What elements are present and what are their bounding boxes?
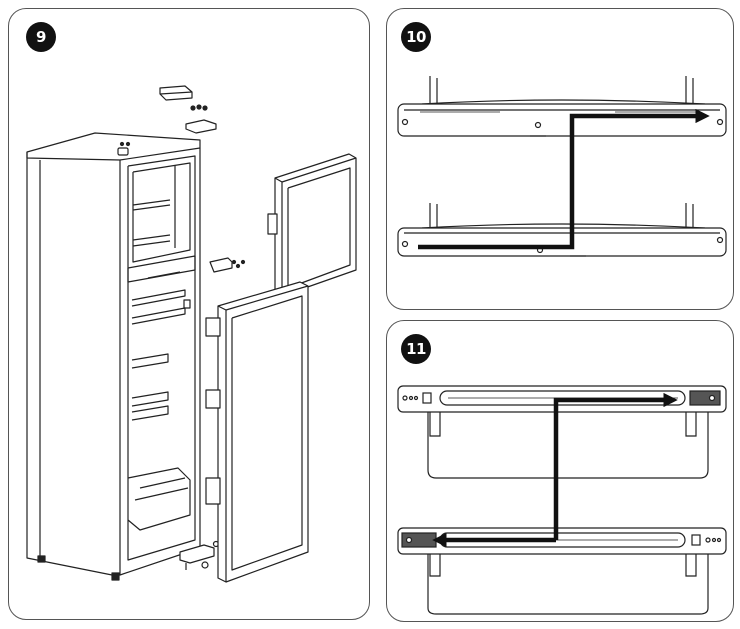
step-9-panel [8,8,370,620]
step-number-badge-11: 11 [401,334,431,364]
step-10-panel [386,8,734,310]
step-number-badge-10: 10 [401,22,431,52]
step-11-panel [386,320,734,622]
step-number-badge-9: 9 [26,22,56,52]
